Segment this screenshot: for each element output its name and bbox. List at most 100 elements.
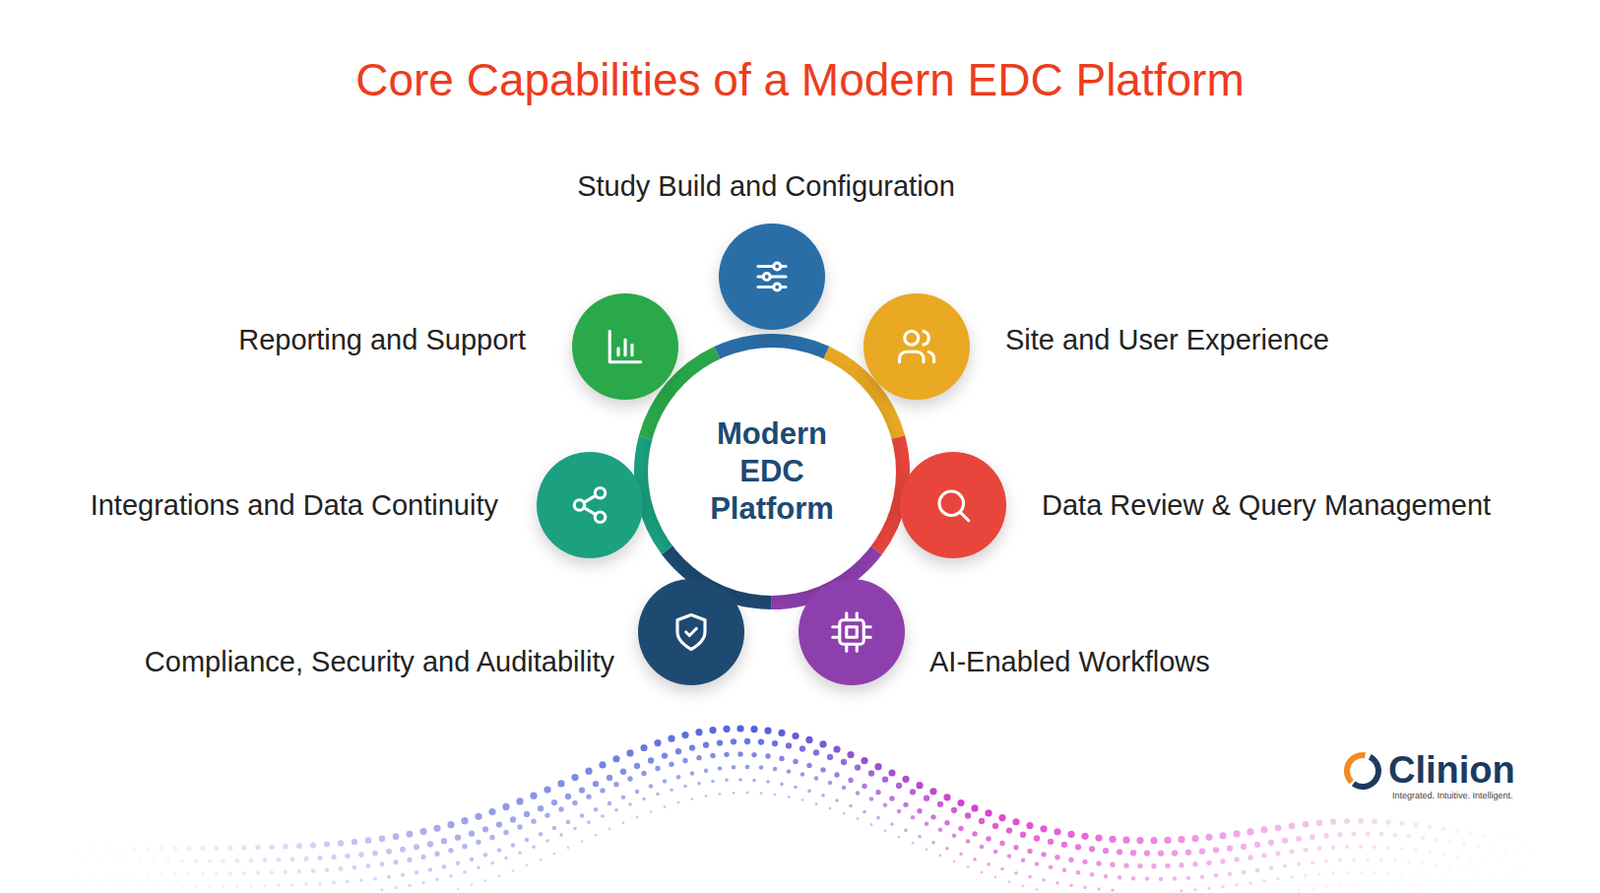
wave-dot xyxy=(145,872,149,876)
wave-dot xyxy=(1186,875,1192,881)
wave-dot xyxy=(1116,848,1123,855)
wave-dot xyxy=(1276,877,1280,881)
wave-dot xyxy=(1067,831,1075,838)
wave-dot xyxy=(193,859,198,864)
wave-dot xyxy=(1344,844,1350,850)
wave-dot xyxy=(303,856,309,862)
wave-dot xyxy=(779,782,784,787)
wave-dot xyxy=(1420,835,1426,841)
wave-dot xyxy=(125,859,129,864)
wave-dot xyxy=(1324,859,1329,864)
wave-dot xyxy=(786,768,792,774)
wave-dot xyxy=(1158,876,1164,882)
wave-dot xyxy=(1054,854,1060,860)
wave-dot xyxy=(1008,880,1012,884)
wave-dot xyxy=(145,846,150,851)
wave-dot xyxy=(1331,871,1335,875)
wave-dot xyxy=(393,886,397,890)
wave-dot xyxy=(1262,879,1267,884)
wave-dot xyxy=(668,762,674,768)
wave-dot xyxy=(1039,825,1047,832)
wave-dot xyxy=(1476,870,1480,874)
wave-dot xyxy=(1185,849,1192,856)
wave-dot xyxy=(1372,844,1377,849)
wave-dot xyxy=(448,847,453,853)
wave-dot xyxy=(433,825,441,832)
icon-bars xyxy=(609,330,641,363)
icon-stroke xyxy=(677,615,705,650)
wave-dot xyxy=(1331,844,1337,850)
wave-dot xyxy=(586,820,591,825)
wave-dot xyxy=(984,809,992,817)
wave-dot xyxy=(118,846,123,851)
wave-dot xyxy=(1407,833,1412,839)
wave-dot xyxy=(221,858,226,863)
wave-dot xyxy=(337,839,344,846)
wave-dot xyxy=(951,807,958,814)
wave-dot xyxy=(525,864,529,868)
wave-dot xyxy=(180,859,185,864)
wave-dot xyxy=(1218,832,1226,839)
wave-dot xyxy=(1408,886,1410,889)
icon-sliders xyxy=(758,262,786,291)
wave-dot xyxy=(737,751,743,757)
wave-dot xyxy=(813,749,820,756)
wave-dot xyxy=(1344,871,1348,875)
wave-dot xyxy=(1311,887,1314,890)
wave-dot xyxy=(636,816,640,820)
wave-dot xyxy=(97,859,101,863)
wave-dot xyxy=(1163,836,1171,844)
wave-dot xyxy=(310,841,317,848)
capability-circle: Study Build and Configuration xyxy=(718,223,826,330)
wave-dot xyxy=(593,807,599,813)
capability-label: Integrations and Data Continuity xyxy=(90,487,499,523)
wave-dot xyxy=(704,768,709,773)
wave-dot xyxy=(807,789,812,794)
wave-dot xyxy=(626,749,634,757)
wave-dot xyxy=(695,728,703,736)
wave-dot xyxy=(1014,871,1019,876)
wave-dot xyxy=(504,856,509,861)
wave-dot xyxy=(1483,885,1486,888)
wave-dot xyxy=(442,864,447,869)
wave-dot xyxy=(1421,888,1424,891)
wave-dot xyxy=(909,788,916,795)
wave-dot xyxy=(167,885,171,889)
wave-dot xyxy=(539,858,543,862)
wave-dot xyxy=(1094,833,1102,841)
wave-dot xyxy=(1364,831,1370,836)
wave-dot xyxy=(496,821,503,828)
wave-dot xyxy=(559,832,564,837)
icon-svg xyxy=(718,223,826,330)
wave-dot xyxy=(111,859,115,863)
wave-dot xyxy=(1213,846,1219,853)
wave-dot xyxy=(958,826,963,832)
wave-dot xyxy=(690,770,696,776)
wave-dot xyxy=(573,827,577,832)
wave-dot xyxy=(964,812,971,819)
wave-dot xyxy=(290,856,296,862)
wave-dot xyxy=(406,831,414,838)
wave-dot xyxy=(510,816,516,823)
wave-dot xyxy=(746,791,750,795)
wave-dot xyxy=(572,800,577,806)
wave-dot xyxy=(1407,860,1410,864)
wave-dot xyxy=(557,779,565,787)
wave-dot xyxy=(1241,870,1247,876)
wave-dot xyxy=(676,774,682,780)
wave-dot xyxy=(1027,875,1032,880)
wave-dot xyxy=(400,873,405,878)
icon-stroke xyxy=(773,283,781,291)
wave-dot xyxy=(870,823,874,827)
wave-dot xyxy=(882,776,889,783)
wave-dot xyxy=(460,817,468,825)
wave-dot xyxy=(718,792,722,796)
wave-dot xyxy=(1109,862,1115,868)
wave-dot xyxy=(1339,885,1342,888)
wave-dot xyxy=(1524,838,1529,843)
wave-dot xyxy=(1021,857,1026,863)
wave-dot xyxy=(1234,883,1239,888)
wave-dot xyxy=(551,799,558,806)
wave-dot xyxy=(469,856,475,862)
wave-dot xyxy=(372,850,379,857)
